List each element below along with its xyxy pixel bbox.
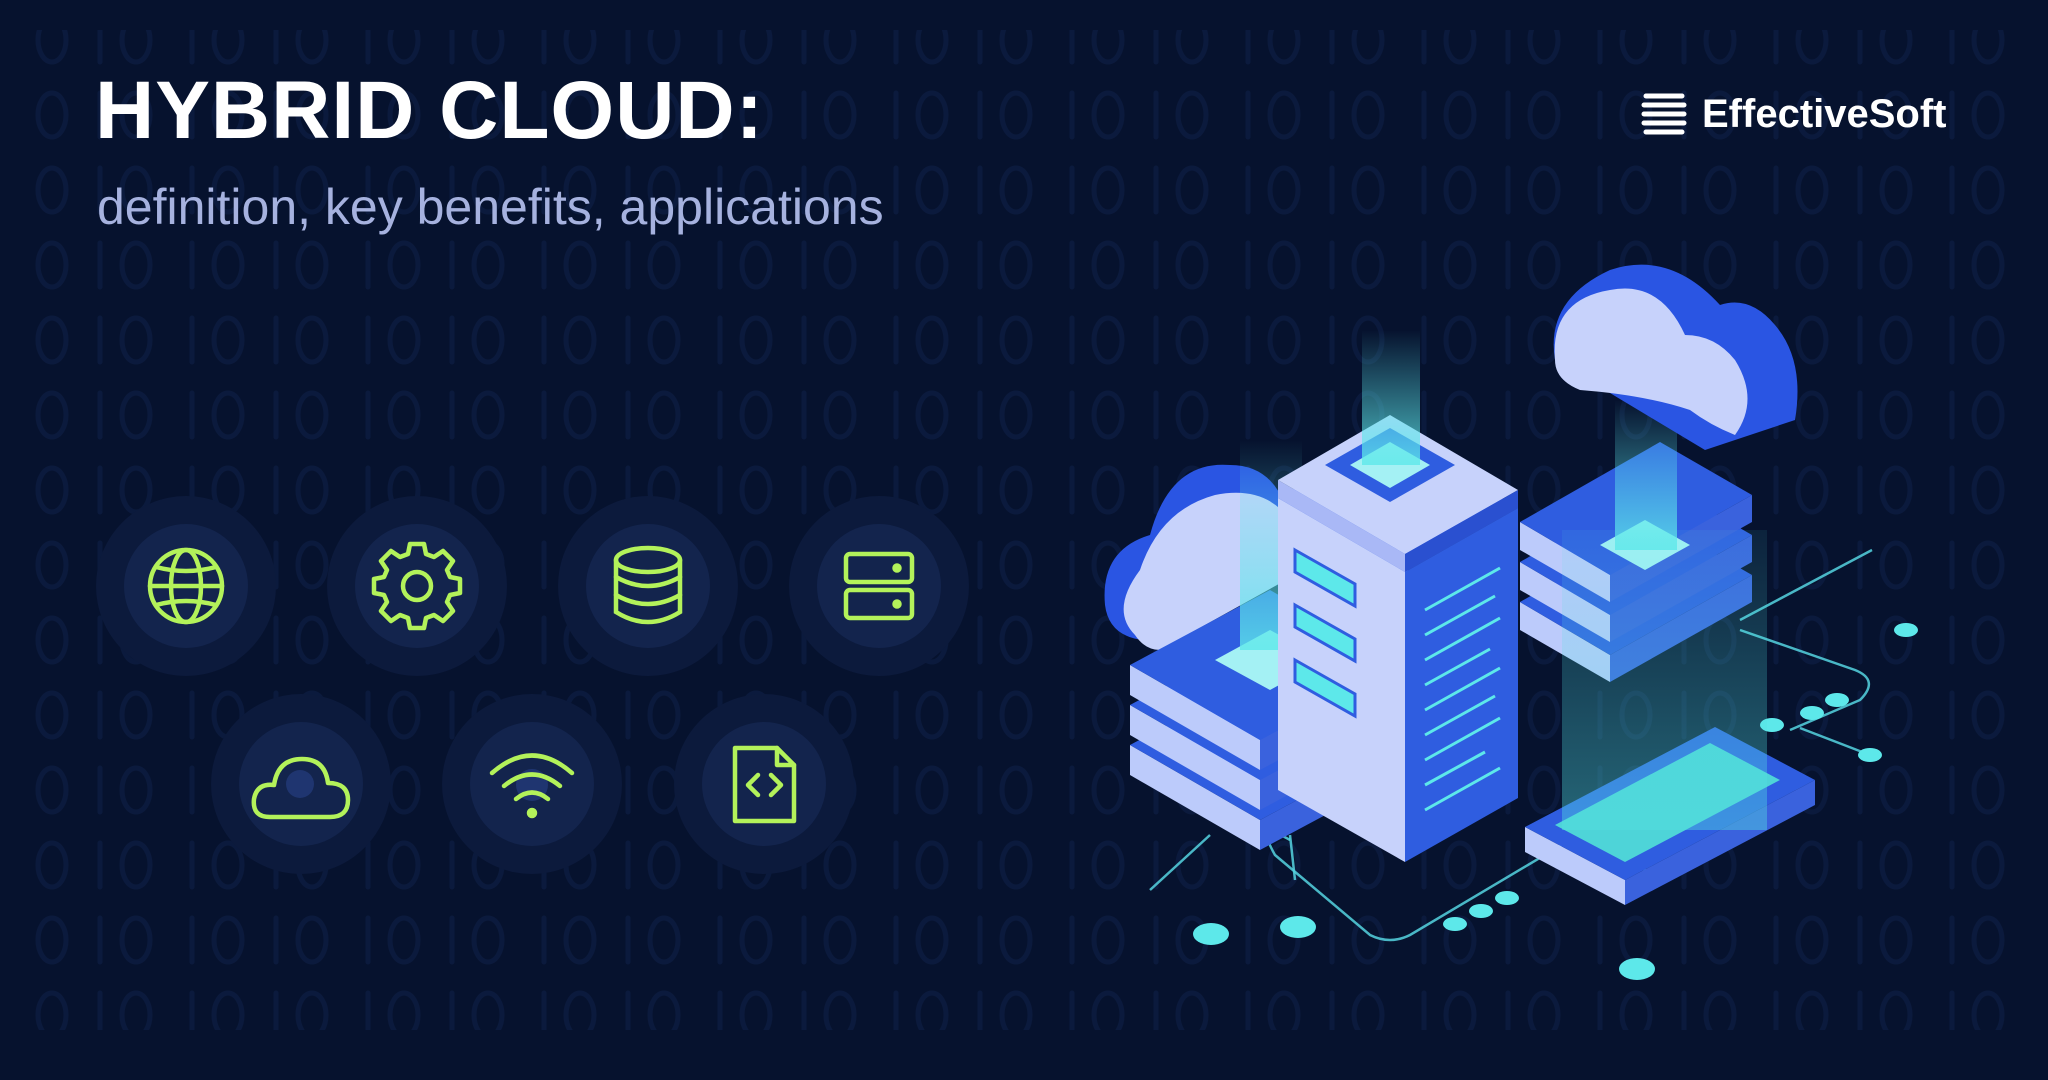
- circuit-nodes: [1193, 623, 1918, 980]
- brand-name: EffectiveSoft: [1702, 92, 1947, 136]
- wifi-badge: [441, 693, 623, 875]
- database-badge: [557, 495, 739, 677]
- globe-badge: [95, 495, 277, 677]
- base-platform: [1525, 530, 1815, 905]
- server-badge: [788, 495, 970, 677]
- right-cloud: [1553, 264, 1798, 450]
- central-server-tower: [1278, 330, 1518, 862]
- page-subtitle: definition, key benefits, applications: [97, 179, 884, 235]
- stacked-lines-logo-icon: [1641, 93, 1687, 135]
- database-icon: [613, 545, 683, 625]
- code-file-icon: [732, 745, 797, 824]
- code-file-badge: [673, 693, 855, 875]
- wifi-icon: [489, 753, 575, 819]
- cloud-icon: [251, 756, 351, 820]
- page-title: HYBRID CLOUD:: [95, 65, 764, 156]
- brand-logo: EffectiveSoft: [1640, 92, 1947, 136]
- gear-badge: [326, 495, 508, 677]
- hybrid-cloud-illustration: [1104, 264, 1918, 980]
- globe-icon: [147, 547, 225, 625]
- gear-icon: [371, 541, 463, 631]
- server-icon: [843, 551, 915, 621]
- cloud-badge: [210, 693, 392, 875]
